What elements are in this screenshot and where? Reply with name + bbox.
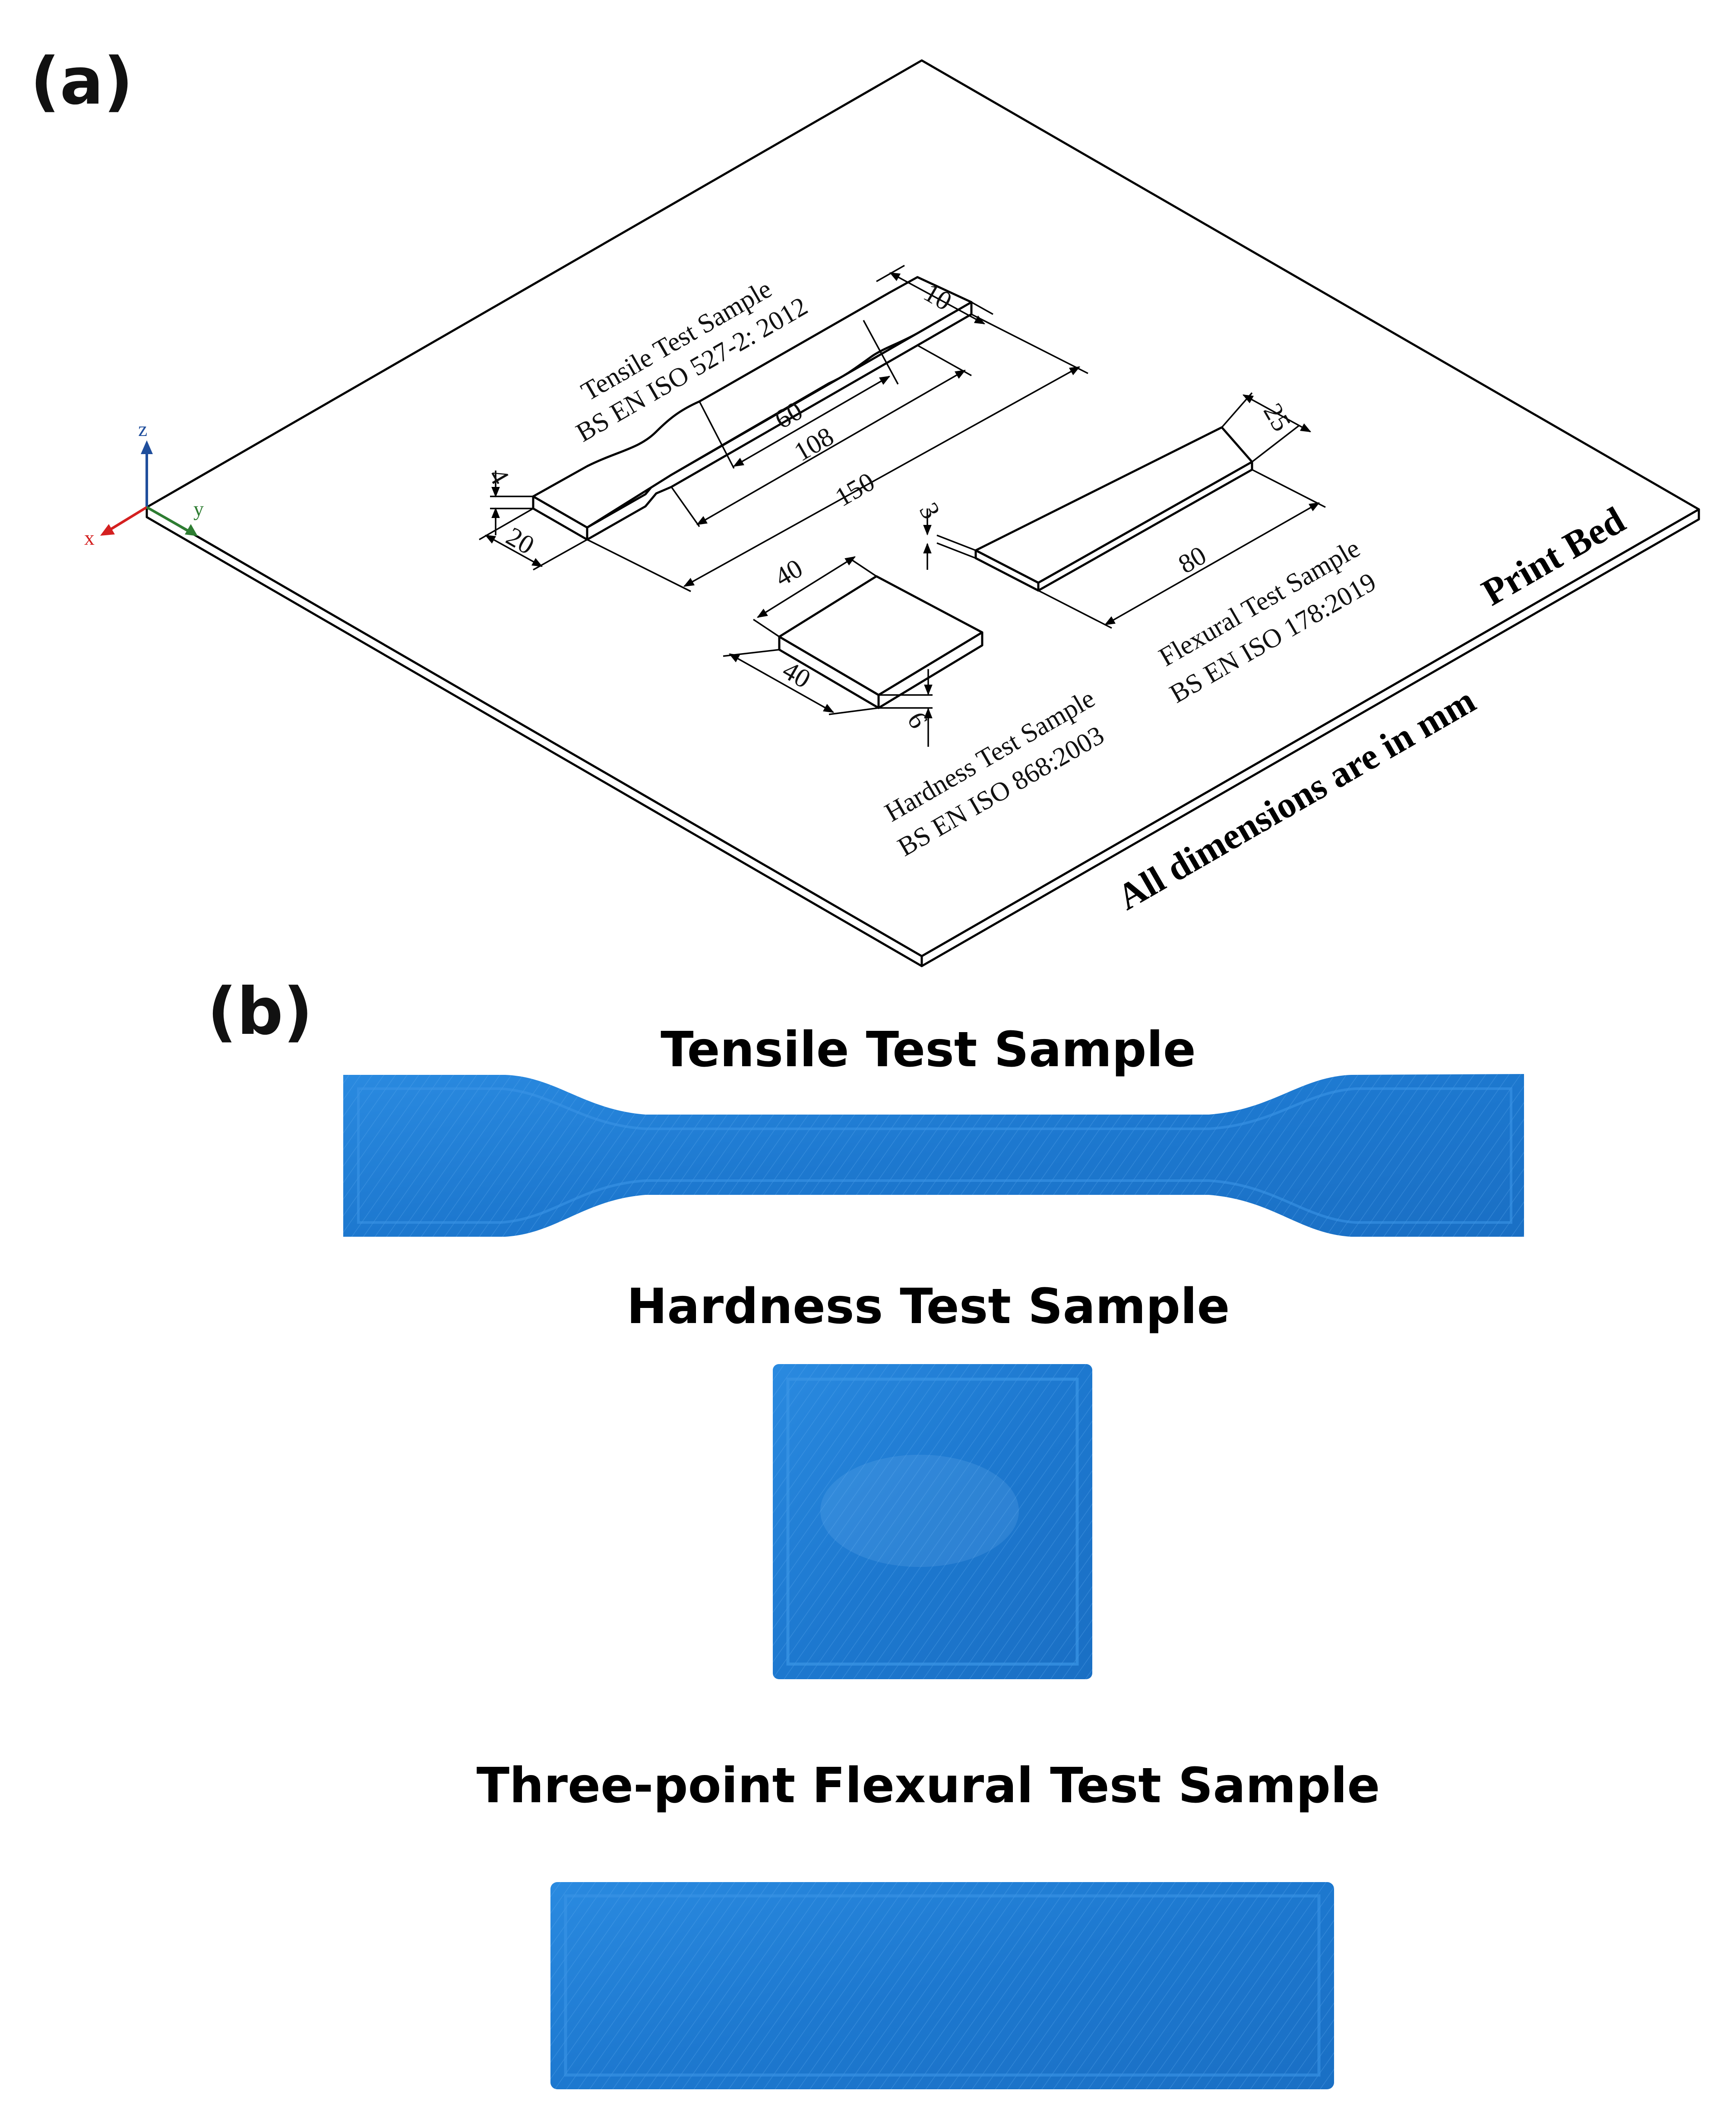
flexural-photo (550, 1882, 1334, 2089)
print-bed-front-right (920, 508, 1700, 967)
x-axis-arrow (100, 524, 115, 536)
panel-a-label: (a) (30, 44, 133, 119)
x-axis-label: x (84, 527, 95, 550)
flexural-dimensions: 25 3 80 (914, 392, 1326, 629)
y-axis-label: y (193, 498, 204, 521)
hardness-photo (773, 1364, 1092, 1679)
y-axis-arrow (185, 524, 198, 536)
x-axis (107, 506, 148, 532)
z-axis-label: z (138, 418, 147, 441)
hardness-photo-title: Hardness Test Sample (627, 1279, 1230, 1335)
panel-b-label: (b) (207, 974, 313, 1049)
y-axis (146, 506, 191, 533)
axis-triad: z x y (84, 418, 204, 550)
tensile-photo (343, 1074, 1524, 1237)
z-axis-arrow (141, 440, 153, 454)
tensile-photo-title: Tensile Test Sample (661, 1022, 1196, 1078)
hardness-specimen-front (877, 631, 983, 709)
flexural-photo-title: Three-point Flexural Test Sample (477, 1758, 1380, 1814)
